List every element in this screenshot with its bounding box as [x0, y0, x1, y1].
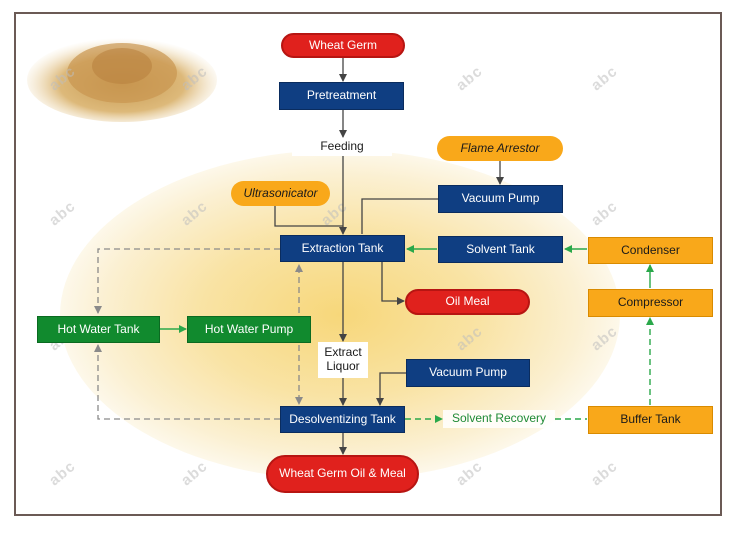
wheat-germ-node: Wheat Germ — [281, 33, 405, 58]
vacuum-pump-top-node: Vacuum Pump — [438, 185, 563, 213]
solvent-recovery-node: Solvent Recovery — [443, 410, 555, 428]
line-vacuum-to-extraction — [362, 199, 438, 234]
condenser-node: Condenser — [588, 237, 713, 264]
pretreatment-node: Pretreatment — [279, 82, 404, 110]
solvent-tank-node: Solvent Tank — [438, 236, 563, 263]
extraction-tank-node: Extraction Tank — [280, 235, 405, 262]
arrow-vacuum2-to-desolventizing — [380, 373, 406, 405]
loop-desolventizing-to-hotwater — [98, 345, 280, 419]
hot-water-tank-node: Hot Water Tank — [37, 316, 160, 343]
buffer-tank-node: Buffer Tank — [588, 406, 713, 434]
oil-meal-node: Oil Meal — [405, 289, 530, 315]
final-product-node: Wheat Germ Oil & Meal — [266, 455, 419, 493]
extract-liquor-node: Extract Liquor — [318, 342, 368, 378]
arrow-extraction-to-oil-meal — [382, 262, 404, 301]
vacuum-pump-bottom-node: Vacuum Pump — [406, 359, 530, 387]
desolventizing-tank-node: Desolventizing Tank — [280, 406, 405, 433]
loop-extraction-to-hotwater — [98, 249, 280, 313]
flame-arrestor-node: Flame Arrestor — [437, 136, 563, 161]
ultrasonicator-node: Ultrasonicator — [231, 181, 330, 206]
hot-water-pump-node: Hot Water Pump — [187, 316, 311, 343]
line-ultrasonicator-to-extraction — [275, 206, 343, 226]
compressor-node: Compressor — [588, 289, 713, 317]
feeding-node: Feeding — [292, 138, 392, 156]
